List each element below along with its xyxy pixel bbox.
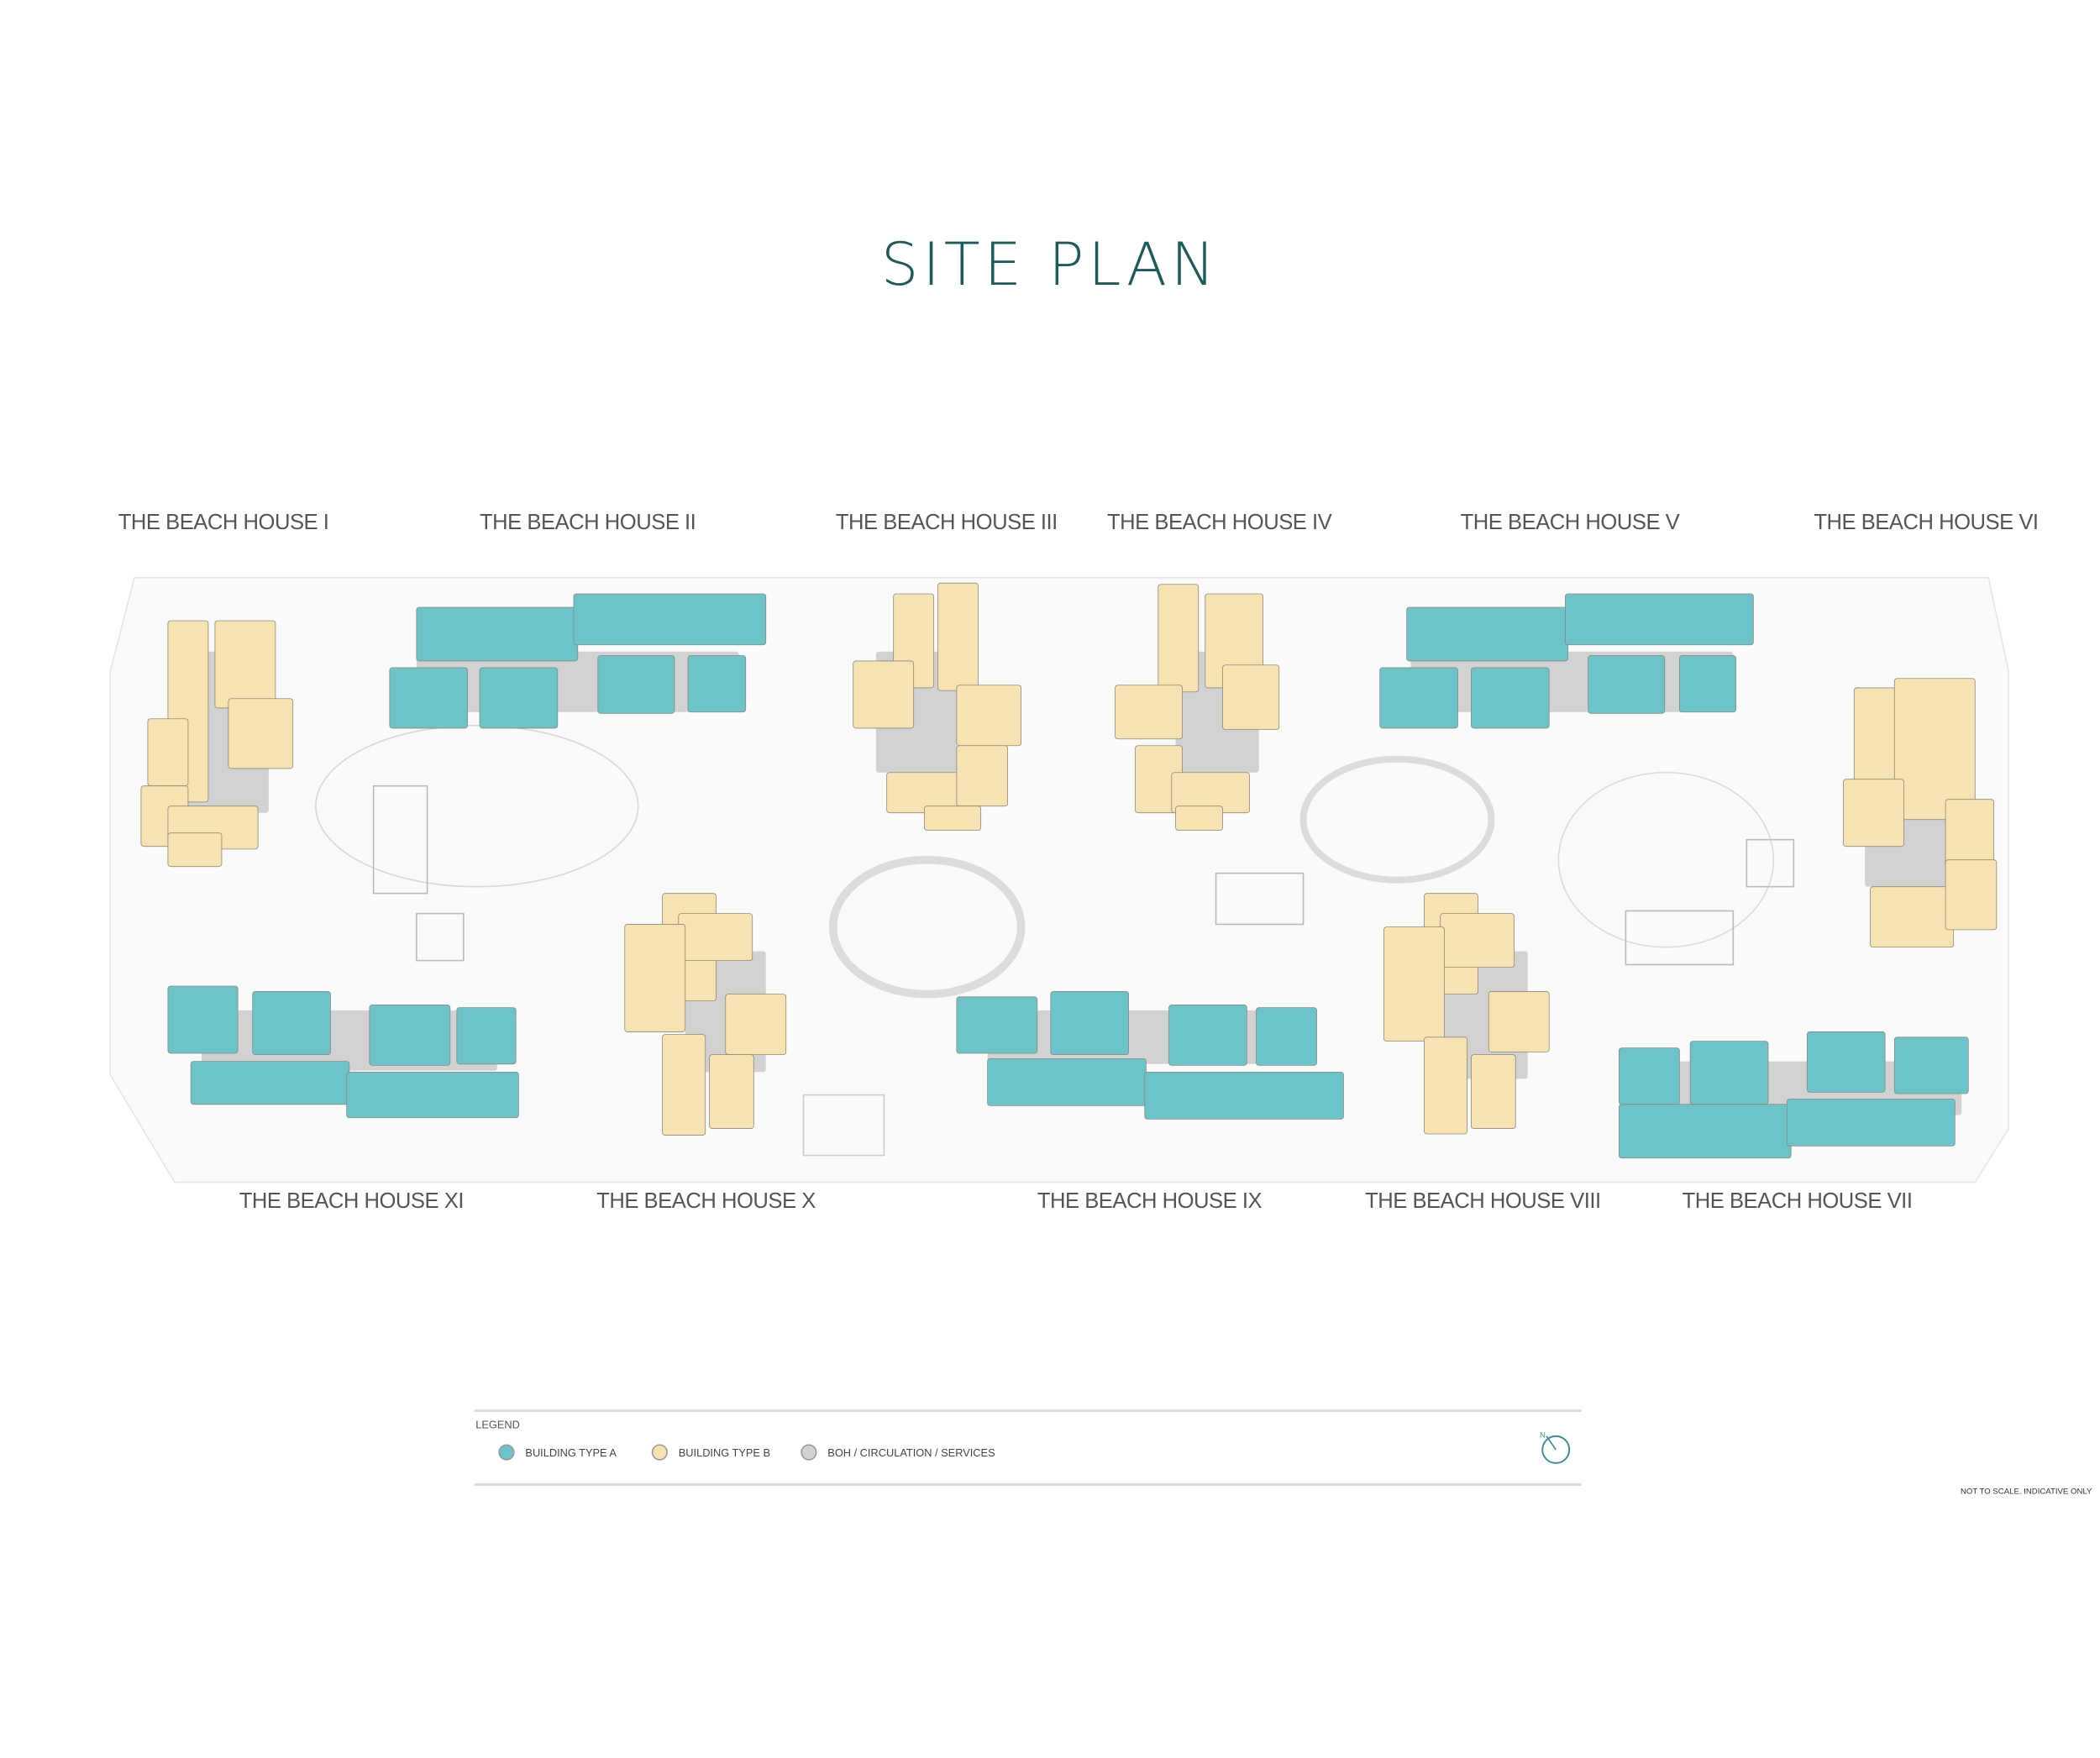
- building-type-b: [1115, 685, 1183, 740]
- building-type-b: [709, 1054, 754, 1129]
- building-type-a: [1689, 1041, 1769, 1105]
- building-type-a: [190, 1061, 350, 1105]
- building-type-b: [1175, 806, 1223, 831]
- legend-item-boh: BOH / CIRCULATION / SERVICES: [801, 1444, 995, 1461]
- building-type-a: [573, 593, 767, 646]
- building-type-a: [1893, 1036, 1969, 1094]
- beach-house-5: [1379, 593, 1754, 729]
- beach-house-4: [1115, 584, 1280, 831]
- building-type-b: [167, 832, 223, 868]
- label-beach-house-1: THE BEACH HOUSE I: [118, 512, 329, 535]
- label-beach-house-2: THE BEACH HOUSE II: [480, 512, 696, 535]
- building-type-b: [624, 924, 686, 1032]
- building-type-a: [1618, 1047, 1680, 1105]
- building-type-b: [937, 582, 979, 691]
- beach-house-10: [624, 893, 787, 1136]
- page-title: SITE PLAN: [880, 231, 1220, 300]
- building-type-a: [252, 991, 331, 1056]
- label-beach-house-3: THE BEACH HOUSE III: [835, 512, 1058, 535]
- building-type-b: [725, 994, 787, 1056]
- building-type-b: [1383, 926, 1445, 1042]
- building-type-a: [346, 1072, 519, 1119]
- building-type-a: [167, 985, 239, 1054]
- building-type-b: [1222, 664, 1280, 730]
- building-type-b: [1893, 678, 1976, 821]
- label-beach-house-8: THE BEACH HOUSE VIII: [1365, 1190, 1601, 1214]
- building-type-b: [214, 620, 276, 709]
- label-beach-house-7: THE BEACH HOUSE VII: [1682, 1190, 1913, 1214]
- legend-label: BUILDING TYPE A: [525, 1446, 617, 1459]
- label-beach-house-4: THE BEACH HOUSE IV: [1106, 512, 1332, 535]
- label-beach-house-9: THE BEACH HOUSE IX: [1037, 1190, 1263, 1214]
- building-type-a: [956, 996, 1038, 1054]
- legend: LEGEND BUILDING TYPE A BUILDING TYPE B B…: [474, 1409, 1582, 1487]
- building-type-b: [1945, 859, 1998, 931]
- building-type-a: [1050, 991, 1129, 1056]
- building-type-a: [687, 655, 747, 713]
- building-type-b: [147, 718, 189, 787]
- building-type-b: [1870, 886, 1955, 948]
- building-type-a: [1806, 1031, 1886, 1093]
- building-type-a: [369, 1005, 451, 1066]
- label-beach-house-6: THE BEACH HOUSE VI: [1814, 512, 2039, 535]
- building-type-b: [924, 806, 982, 831]
- beach-house-3: [853, 582, 1022, 831]
- building-type-a: [1565, 593, 1754, 646]
- legend-label: BUILDING TYPE B: [678, 1446, 771, 1459]
- building-type-b: [1424, 1036, 1468, 1135]
- building-type-b: [228, 698, 294, 769]
- legend-title: LEGEND: [475, 1419, 520, 1431]
- legend-item-type-a: BUILDING TYPE A: [498, 1444, 617, 1461]
- building-type-a: [1406, 606, 1569, 662]
- building-type-a: [1786, 1098, 1956, 1147]
- beach-house-2: [389, 593, 767, 729]
- building-type-b: [1945, 799, 1995, 868]
- building-type-a: [389, 667, 469, 729]
- building-type-a: [1379, 667, 1458, 729]
- north-label: N: [1540, 1430, 1546, 1440]
- legend-label: BOH / CIRCULATION / SERVICES: [827, 1446, 995, 1459]
- beach-house-6: [1843, 678, 1998, 948]
- building-type-a: [1618, 1104, 1792, 1159]
- building-type-b: [956, 685, 1022, 747]
- building-type-b: [1440, 913, 1515, 968]
- north-arrow-icon: N: [1540, 1430, 1571, 1464]
- building-type-b: [853, 660, 915, 729]
- label-beach-house-10: THE BEACH HOUSE X: [596, 1190, 816, 1214]
- building-type-b: [1488, 991, 1550, 1052]
- beach-house-8: [1383, 893, 1550, 1135]
- building-type-b: [1158, 584, 1200, 693]
- building-type-a: [1256, 1007, 1317, 1066]
- label-beach-house-11: THE BEACH HOUSE XI: [239, 1190, 465, 1214]
- boh-swatch: [801, 1444, 817, 1461]
- building-type-a: [597, 655, 675, 714]
- scale-note: NOT TO SCALE. INDICATIVE ONLY: [1960, 1488, 2092, 1497]
- building-type-a: [479, 667, 559, 729]
- beach-house-1: [140, 620, 294, 868]
- beach-house-11: [167, 985, 519, 1119]
- building-type-b: [956, 745, 1009, 807]
- building-type-a: [987, 1058, 1147, 1106]
- building-type-a: [1144, 1072, 1344, 1120]
- building-type-b: [1471, 1054, 1516, 1129]
- building-type-a: [456, 1007, 517, 1065]
- beach-house-9: [956, 991, 1344, 1120]
- beach-house-7: [1618, 1031, 1969, 1159]
- building-type-b: [678, 913, 753, 962]
- type-b-swatch: [651, 1444, 668, 1461]
- legend-item-type-b: BUILDING TYPE B: [651, 1444, 771, 1461]
- building-type-a: [1678, 655, 1736, 713]
- type-a-swatch: [498, 1444, 515, 1461]
- building-type-a: [416, 606, 579, 662]
- building-type-b: [662, 1034, 706, 1136]
- building-type-a: [1471, 667, 1550, 729]
- building-type-a: [1168, 1005, 1247, 1066]
- label-beach-house-5: THE BEACH HOUSE V: [1460, 512, 1680, 535]
- building-type-a: [1588, 655, 1666, 714]
- building-type-b: [1843, 779, 1904, 848]
